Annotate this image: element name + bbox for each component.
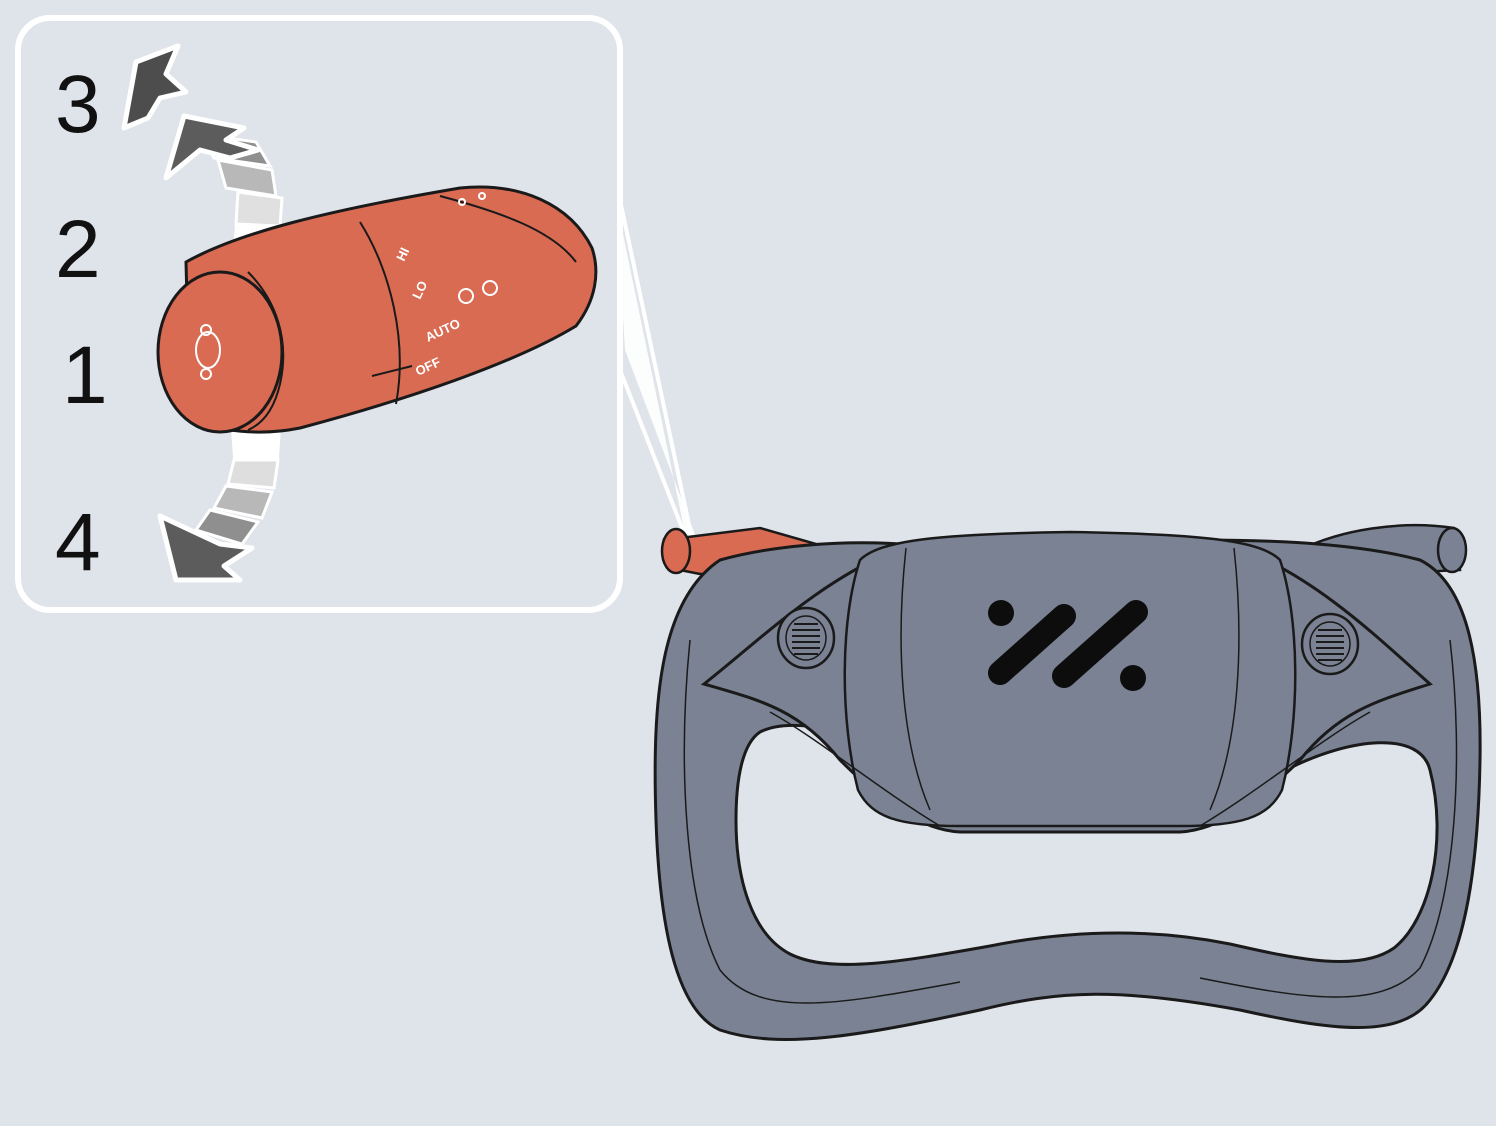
position-label-4: 4 <box>55 497 101 588</box>
callout-pointer <box>616 200 700 548</box>
steering-wheel <box>655 525 1480 1039</box>
position-label-1: 1 <box>62 330 108 421</box>
right-scroll-wheel-icon <box>1302 614 1358 674</box>
position-label-3: 3 <box>55 59 101 150</box>
position-label-2: 2 <box>55 204 101 295</box>
left-scroll-wheel-icon <box>778 608 834 668</box>
